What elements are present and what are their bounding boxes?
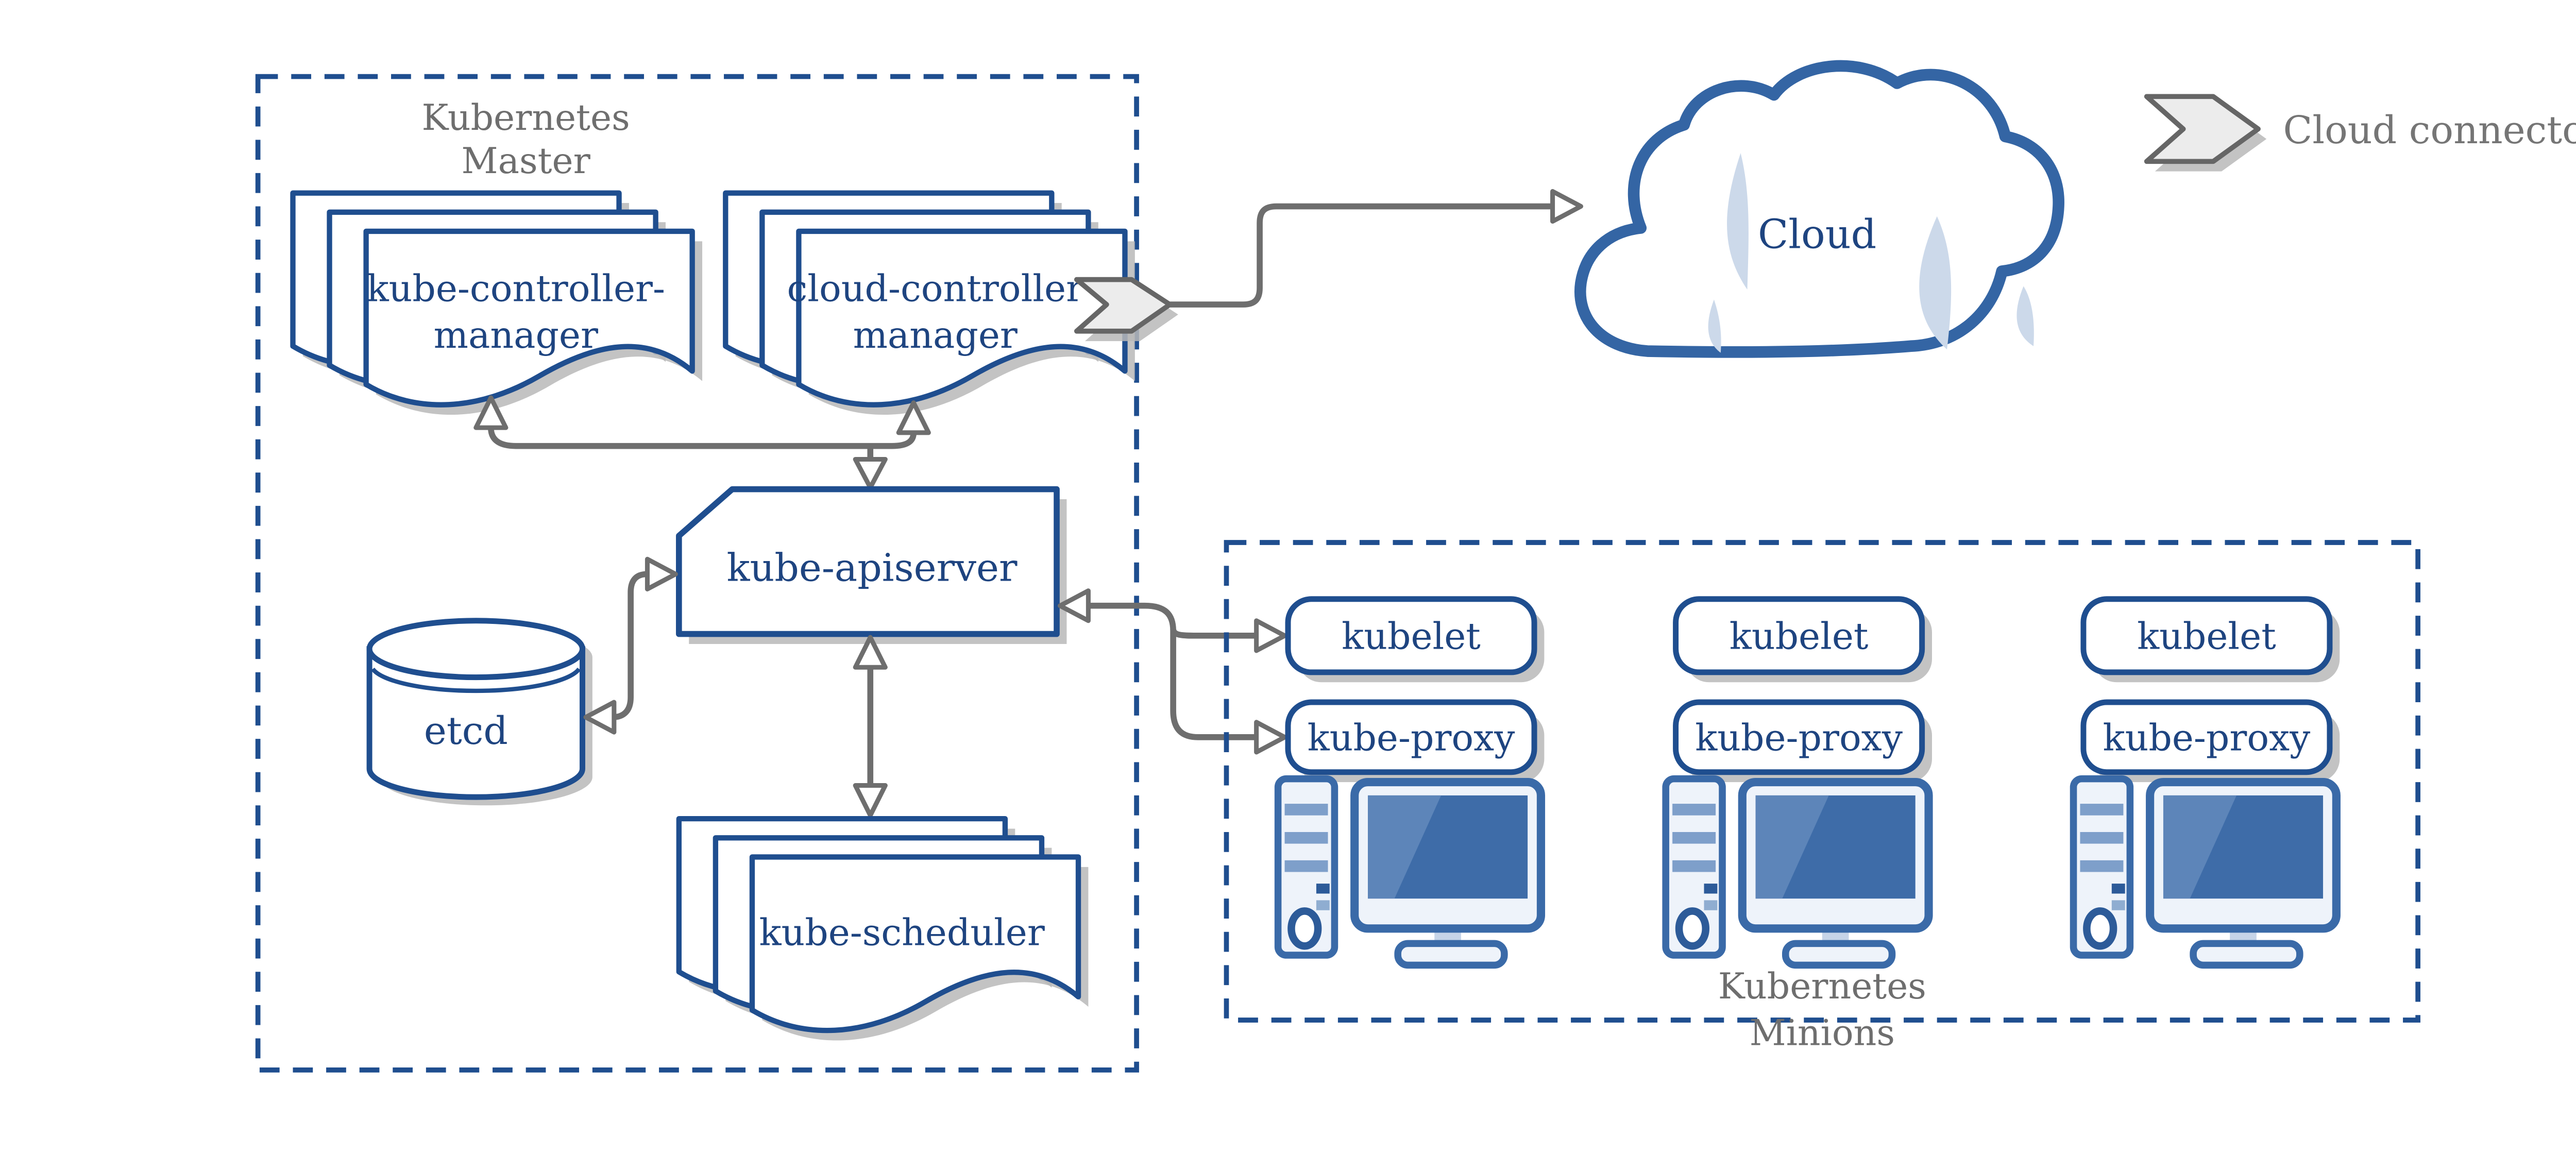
minions-group: kubelet kube-proxy kubelet kube-proxy ku… xyxy=(1224,540,2420,1054)
arrowhead-right xyxy=(1254,720,1287,755)
master-title-line2: Master xyxy=(462,141,591,182)
kube-controller-manager-label-line2: manager xyxy=(434,314,598,357)
kube-proxy-label: kube-proxy xyxy=(2103,717,2311,759)
etcd-ring xyxy=(371,667,581,693)
kube-proxy-box xyxy=(2080,699,2333,775)
cloud-controller-manager-label-line2: manager xyxy=(853,314,1018,357)
computer-icon xyxy=(1278,779,1541,965)
kube-controller-manager-label-line1: kube-controller- xyxy=(367,267,665,310)
kube-scheduler-node: kube-scheduler xyxy=(679,819,1089,1041)
kubelet-label: kubelet xyxy=(1342,615,1481,658)
minion-node-1: kubelet kube-proxy xyxy=(1278,596,1545,965)
kube-proxy-label: kube-proxy xyxy=(1695,717,1903,759)
legend-label: Cloud connector xyxy=(2283,108,2576,152)
cloud-controller-manager-label-line1: cloud-controller xyxy=(787,267,1083,310)
arrow-etcd-apiserver xyxy=(583,556,678,735)
minions-dashed-border xyxy=(1224,540,2420,1023)
arrowhead-up xyxy=(473,395,509,430)
arrowhead-up xyxy=(853,635,888,670)
arrowhead-down xyxy=(853,783,888,818)
minions-title-line1: Kubernetes xyxy=(1718,966,1926,1007)
kube-apiserver-node: kube-apiserver xyxy=(676,486,1067,644)
cloud-controller-manager-node: cloud-controller manager xyxy=(725,193,1135,415)
arrow-apiserver-nodes xyxy=(1057,588,1287,755)
etcd-top xyxy=(366,618,585,681)
arrowhead-up xyxy=(896,400,931,435)
kube-proxy-box xyxy=(1285,699,1537,775)
minion-node-2: kubelet kube-proxy xyxy=(1666,596,1932,965)
cloud-shine xyxy=(2016,286,2034,346)
arrow-controllers-apiserver xyxy=(473,395,931,490)
apiserver-shape xyxy=(676,486,1060,637)
computer-icon xyxy=(1666,779,1928,965)
computer-icon xyxy=(2074,779,2336,965)
master-dashed-border xyxy=(255,74,1139,1073)
legend-cloud-connector-icon xyxy=(2144,94,2261,164)
cloud-shine xyxy=(1919,216,1952,350)
kube-proxy-label: kube-proxy xyxy=(1308,717,1515,759)
master-group: Kubernetes Master kube-controller- manag… xyxy=(255,74,1178,1073)
kube-apiserver-label: kube-apiserver xyxy=(727,545,1018,590)
kubelet-box xyxy=(2080,596,2333,675)
kube-controller-manager-node: kube-controller- manager xyxy=(293,193,703,415)
arrowhead-left xyxy=(583,700,617,735)
etcd-node: etcd xyxy=(366,618,592,806)
ribbon-arrow xyxy=(1074,277,1173,334)
master-title-line1: Kubernetes xyxy=(422,97,630,139)
arrowhead-right xyxy=(1550,189,1583,224)
minion-node-3: kubelet kube-proxy xyxy=(2074,596,2340,965)
kubernetes-architecture-diagram: Kubernetes Master kube-controller- manag… xyxy=(255,60,2576,1073)
cloud-shine xyxy=(1708,299,1721,353)
kubelet-label: kubelet xyxy=(1730,615,1869,658)
arrowhead-right xyxy=(1254,618,1287,653)
minions-title-line2: Minions xyxy=(1750,1012,1895,1054)
legend: Cloud connector xyxy=(2144,94,2576,172)
cloud-node: Cloud xyxy=(1574,60,2064,358)
arrow-apiserver-scheduler xyxy=(853,635,888,818)
kubelet-label: kubelet xyxy=(2137,615,2276,658)
arrowhead-right xyxy=(645,556,678,591)
cloud-link xyxy=(1170,189,1583,308)
cloud-connector-icon xyxy=(1074,277,1178,342)
cloud-shine xyxy=(1727,153,1749,290)
kube-proxy-box xyxy=(1673,699,1925,775)
kube-scheduler-label: kube-scheduler xyxy=(759,911,1044,954)
kubelet-box xyxy=(1673,596,1925,675)
etcd-label: etcd xyxy=(424,708,508,753)
arrowhead-down xyxy=(853,456,888,490)
cloud-icon xyxy=(1574,60,2064,358)
cloud-label: Cloud xyxy=(1758,211,1876,258)
arrowhead-left xyxy=(1057,588,1091,623)
kubelet-box xyxy=(1285,596,1537,675)
